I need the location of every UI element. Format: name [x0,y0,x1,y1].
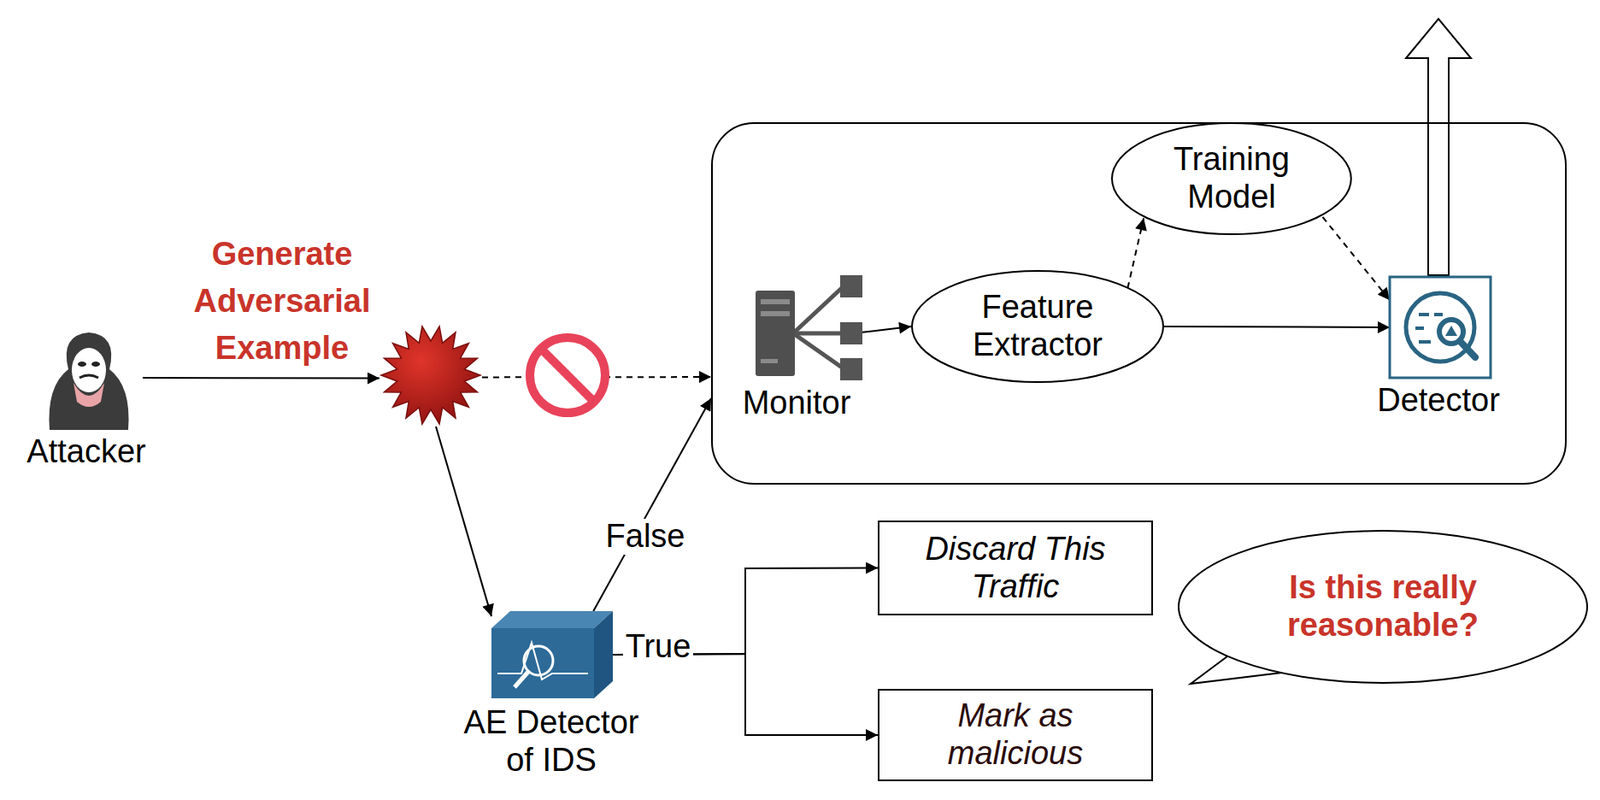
monitor-icon [755,275,863,381]
box-side [594,611,613,699]
server-slot [760,311,790,317]
icon-label: Attacker [0,433,189,471]
ellipse-shape [911,270,1164,383]
icon-label: AE Detector of IDS [448,704,654,779]
ae-lens [523,646,553,676]
action-box: Mark as malicious [877,688,1153,781]
monitor-link [793,333,845,370]
action-box: Discard This Traffic [877,520,1153,616]
connector-arrow [612,653,878,736]
virus-body [381,326,481,424]
ae-handle [514,671,529,688]
connector-arrow [1127,217,1144,289]
network-port [840,322,863,345]
attacker-icon [48,332,129,430]
node-text: Feature Extractor [952,288,1124,364]
edge-label: False [603,518,689,555]
icon-label: Generate Adversarial Example [175,230,389,372]
connector-arrow [142,376,380,380]
server-body [755,290,795,377]
prohibit-bar [541,349,594,401]
node-text: Training Model [1150,141,1313,216]
detector-node: Detector [1389,276,1491,378]
detector-handle [1459,341,1476,358]
prohibit-ring [529,337,606,413]
ids-panel: Monitor Feature Extractor Training ModelDe… [711,122,1567,485]
detector-frame [1389,276,1491,378]
network-port [840,275,863,298]
mask-eye [91,361,100,367]
node-text: Is this really reasonable? [1254,569,1512,644]
mask-mustache [79,375,99,378]
monitor-link [793,285,845,334]
server-slot [760,299,790,305]
node-text: Mark as malicious [921,697,1110,772]
attacker-node: Attacker [35,331,143,430]
callout-bubble: Is this really reasonable? [1177,529,1589,684]
output-arrow [1405,18,1471,276]
waveform [497,642,589,680]
hood [48,332,129,430]
detector-lens-mark [1445,325,1458,336]
icon-label: Monitor [694,384,900,423]
connector-arrow [1164,326,1390,328]
edge-label: True [623,629,695,665]
connector-arrow [593,398,712,612]
monitor-node: Monitor [755,273,863,381]
detector-icon [1389,276,1491,378]
process-ellipse: Training Model [1111,122,1353,236]
prohibit-sign [529,337,606,413]
detector-ring [1405,293,1475,362]
box-top [491,611,613,629]
ae-detector-icon [491,611,613,699]
connector-arrow [1323,217,1390,300]
icon-label: Detector [1335,382,1542,420]
virus-icon [381,326,481,424]
connector-arrow [862,326,912,333]
ellipse-shape [1111,123,1352,235]
mask-eye [77,361,87,367]
process-ellipse: Feature Extractor [911,270,1165,383]
network-port [840,358,863,381]
ellipse-shape [1178,530,1588,683]
ae-detector-node: AE Detector of IDS [491,611,613,699]
mask [71,347,106,393]
box-front [491,628,595,699]
node-text: Discard This Traffic [895,530,1136,606]
adversarial-example-node: Generate Adversarial Example [379,323,483,427]
server-slot [760,358,778,364]
monitor-link [793,331,845,336]
connector-arrow [435,426,492,617]
